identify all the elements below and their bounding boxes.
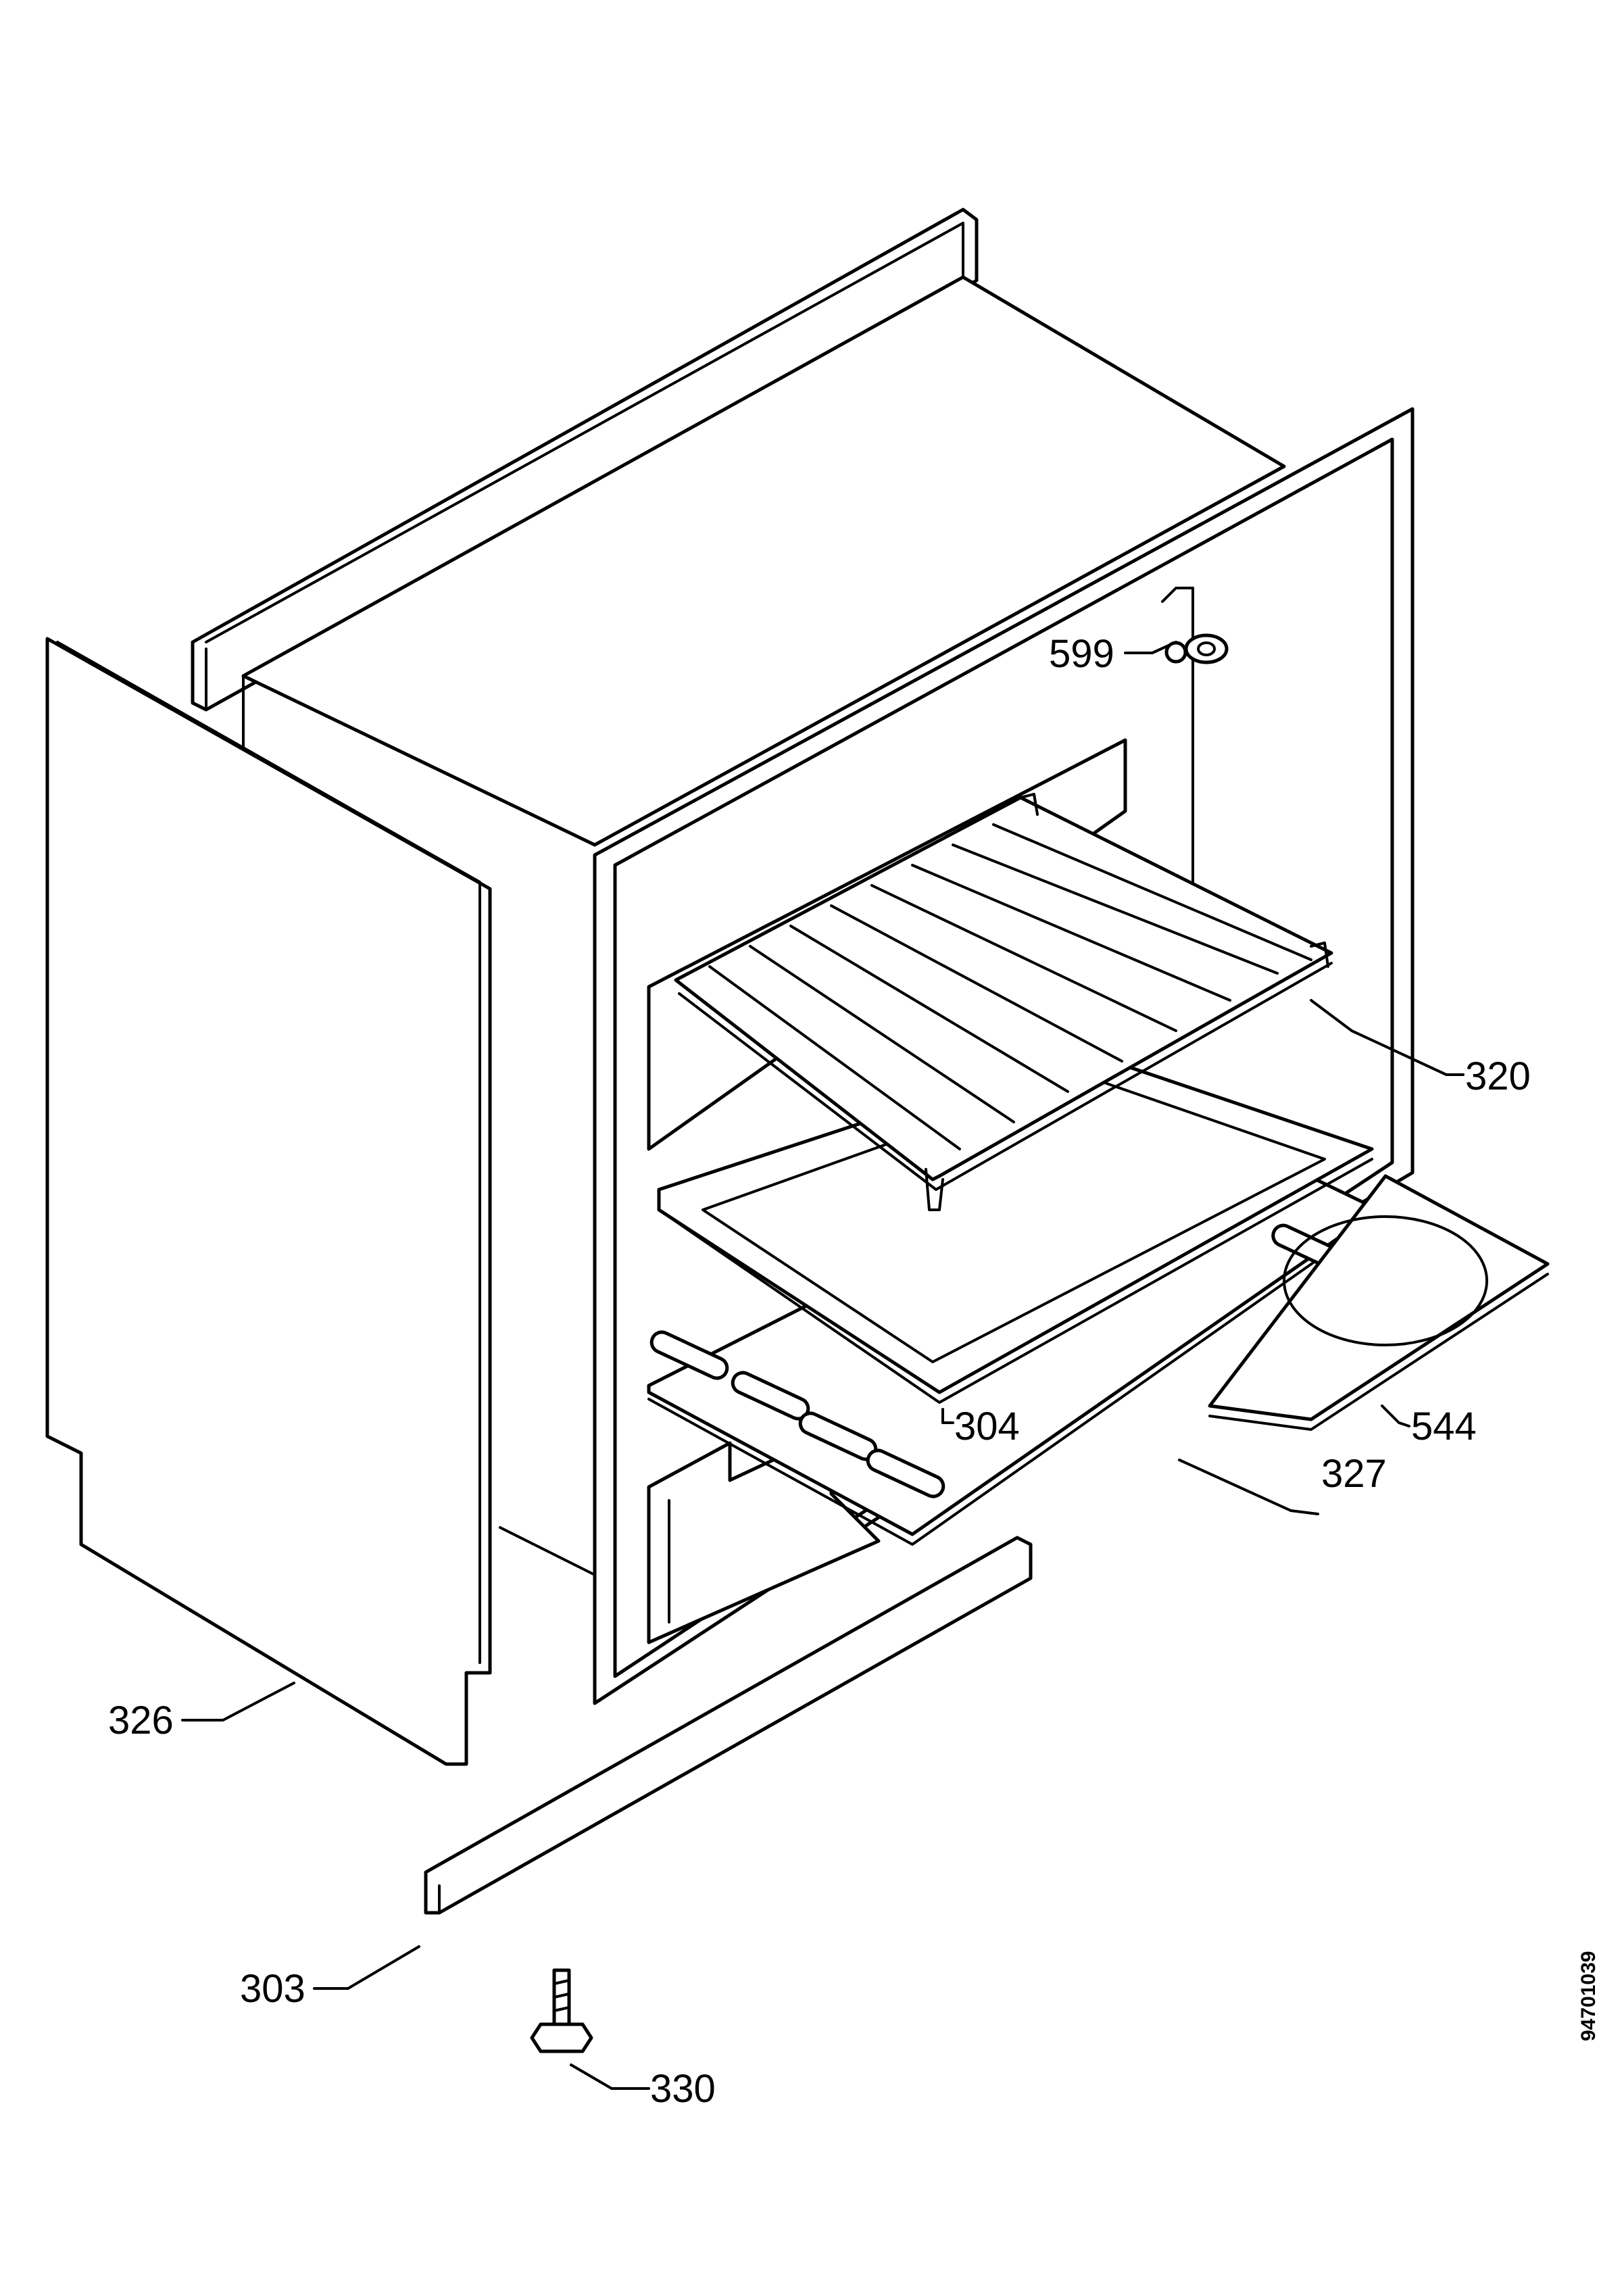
plinth-strip-303 <box>424 1536 1033 1915</box>
callout-326: 326 <box>108 1699 174 1742</box>
callout-599: 599 <box>1049 632 1114 676</box>
oven-shelf-320 <box>674 793 1333 1211</box>
callout-330: 330 <box>650 2067 716 2111</box>
callout-303: 303 <box>240 1967 305 2011</box>
callout-544: 544 <box>1411 1405 1477 1448</box>
side-panel-326 <box>45 637 492 1766</box>
top-housing-frame <box>191 207 979 712</box>
screw-330 <box>530 1968 593 2053</box>
callout-304: 304 <box>954 1405 1020 1448</box>
baking-plate-544 <box>1208 1174 1550 1431</box>
document-code: 94701039 <box>1577 1951 1600 2041</box>
callout-327: 327 <box>1321 1452 1387 1496</box>
leader-lines <box>181 641 1465 2090</box>
callout-320: 320 <box>1465 1054 1531 1098</box>
